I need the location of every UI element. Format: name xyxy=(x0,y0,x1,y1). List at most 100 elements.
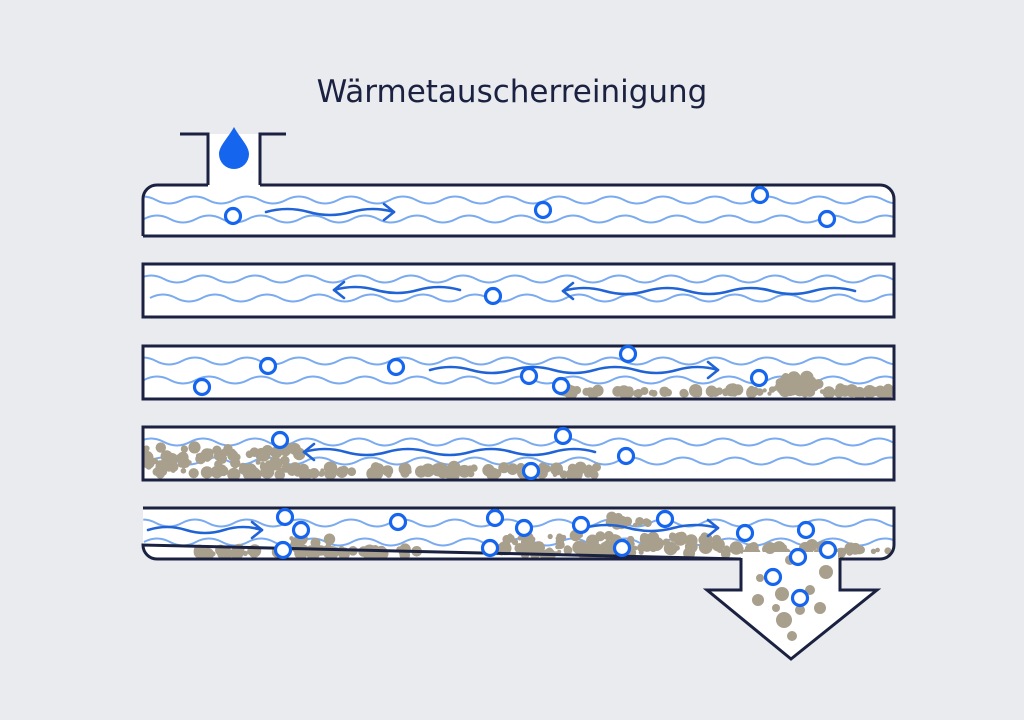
sediment-particle-icon xyxy=(277,467,284,474)
bubble-icon xyxy=(551,376,571,396)
sediment-particle-icon xyxy=(819,565,833,579)
flow-arrow-head xyxy=(302,442,316,462)
sediment-particle-icon xyxy=(327,463,336,473)
outlet-arrow-icon xyxy=(702,552,882,661)
sediment-particle-icon xyxy=(214,460,223,469)
sediment-particle-icon xyxy=(187,460,192,465)
sediment-particle-icon xyxy=(586,387,595,396)
sediment-particle-icon xyxy=(502,540,511,549)
sediment-particle-icon xyxy=(217,551,225,559)
flow-arrow-shaft xyxy=(582,523,720,533)
sediment-particle-icon xyxy=(285,467,291,473)
bubble-icon xyxy=(388,512,408,532)
sediment-layer xyxy=(557,370,894,399)
flow-arrow-icon xyxy=(302,442,597,462)
pipe-4 xyxy=(141,425,896,482)
sediment-particle-icon xyxy=(188,441,201,454)
sediment-particle-icon xyxy=(772,604,780,612)
bubble-icon xyxy=(192,377,212,397)
sediment-particle-icon xyxy=(642,518,651,526)
sediment-particle-icon xyxy=(257,449,270,462)
sediment-particle-icon xyxy=(385,471,392,478)
flow-arrow-icon xyxy=(428,360,720,380)
pipe-3 xyxy=(141,344,896,401)
bubble-icon xyxy=(480,538,500,558)
sediment-particle-icon xyxy=(789,378,796,385)
sediment-particle-icon xyxy=(259,463,268,471)
sediment-particle-icon xyxy=(195,546,208,559)
sediment-particle-icon xyxy=(406,469,412,475)
sediment-particle-icon xyxy=(739,549,745,554)
sediment-particle-icon xyxy=(170,468,176,473)
sediment-particle-icon xyxy=(565,468,578,480)
sediment-particle-icon xyxy=(626,535,635,544)
sediment-particle-icon xyxy=(874,385,887,398)
flow-arrow-icon xyxy=(561,281,857,301)
sediment-particle-icon xyxy=(160,450,173,463)
sediment-particle-icon xyxy=(870,548,877,554)
sediment-particle-icon xyxy=(220,448,229,457)
sediment-particle-icon xyxy=(229,448,236,456)
wave-line xyxy=(143,274,894,284)
sediment-particle-icon xyxy=(632,389,641,398)
sediment-discharge xyxy=(752,539,833,641)
sediment-particle-icon xyxy=(819,389,825,394)
flow-arrow-shaft xyxy=(332,285,462,295)
sediment-particle-icon xyxy=(592,384,604,397)
bubble-icon xyxy=(817,209,837,229)
sediment-particle-icon xyxy=(676,531,687,542)
sediment-particle-icon xyxy=(458,464,471,478)
bubble-icon xyxy=(514,518,534,538)
sediment-particle-icon xyxy=(266,469,272,475)
sediment-particle-icon xyxy=(768,386,776,393)
flow-arrow-head xyxy=(706,518,720,538)
flow-arrow-head xyxy=(250,520,264,540)
sediment-particle-icon xyxy=(547,533,553,540)
bubble-icon xyxy=(571,515,591,535)
sediment-particle-icon xyxy=(776,612,792,628)
sediment-particle-icon xyxy=(155,461,167,473)
sediment-particle-icon xyxy=(222,455,228,461)
sediment-particle-icon xyxy=(847,549,852,554)
diagram-title: Wärmetauscherreinigung xyxy=(316,74,708,110)
sediment-particle-icon xyxy=(722,390,729,397)
sediment-particle-icon xyxy=(520,538,535,552)
sediment-particle-icon xyxy=(638,549,644,555)
wave-line xyxy=(143,195,894,205)
sediment-particle-icon xyxy=(561,534,567,540)
flow-arrow-icon xyxy=(582,518,720,538)
flow-arrow-icon xyxy=(264,202,396,222)
bubble-icon xyxy=(788,547,808,567)
bubble-icon xyxy=(275,507,295,527)
sediment-particle-icon xyxy=(862,385,877,399)
pipe-1 xyxy=(141,183,896,238)
sediment-particle-icon xyxy=(829,390,835,396)
bubble-icon xyxy=(763,567,783,587)
sediment-particle-icon xyxy=(764,542,776,554)
bubble-icon xyxy=(270,430,290,450)
bubble-icon xyxy=(790,588,810,608)
sediment-particle-icon xyxy=(200,466,214,479)
sediment-particle-icon xyxy=(555,544,561,550)
bubble-icon xyxy=(258,356,278,376)
bubble-icon xyxy=(223,206,243,226)
sediment-particle-icon xyxy=(563,546,573,555)
sediment-particle-icon xyxy=(329,471,334,476)
sediment-particle-icon xyxy=(632,522,638,528)
sediment-particle-icon xyxy=(366,467,380,480)
flow-arrow-head xyxy=(561,281,575,301)
sediment-particle-icon xyxy=(482,464,495,477)
bubble-icon xyxy=(483,286,503,306)
sediment-particle-icon xyxy=(293,449,299,455)
flow-arrow-icon xyxy=(146,520,264,540)
sediment-particle-icon xyxy=(280,455,290,466)
sediment-particle-icon xyxy=(623,388,629,394)
sediment-particle-icon xyxy=(727,383,739,395)
bubble-icon xyxy=(735,523,755,543)
sediment-particle-icon xyxy=(227,467,241,480)
sediment-particle-icon xyxy=(511,538,519,546)
sediment-particle-icon xyxy=(756,574,764,582)
bubble-icon xyxy=(655,509,675,529)
sediment-particle-icon xyxy=(762,388,767,393)
